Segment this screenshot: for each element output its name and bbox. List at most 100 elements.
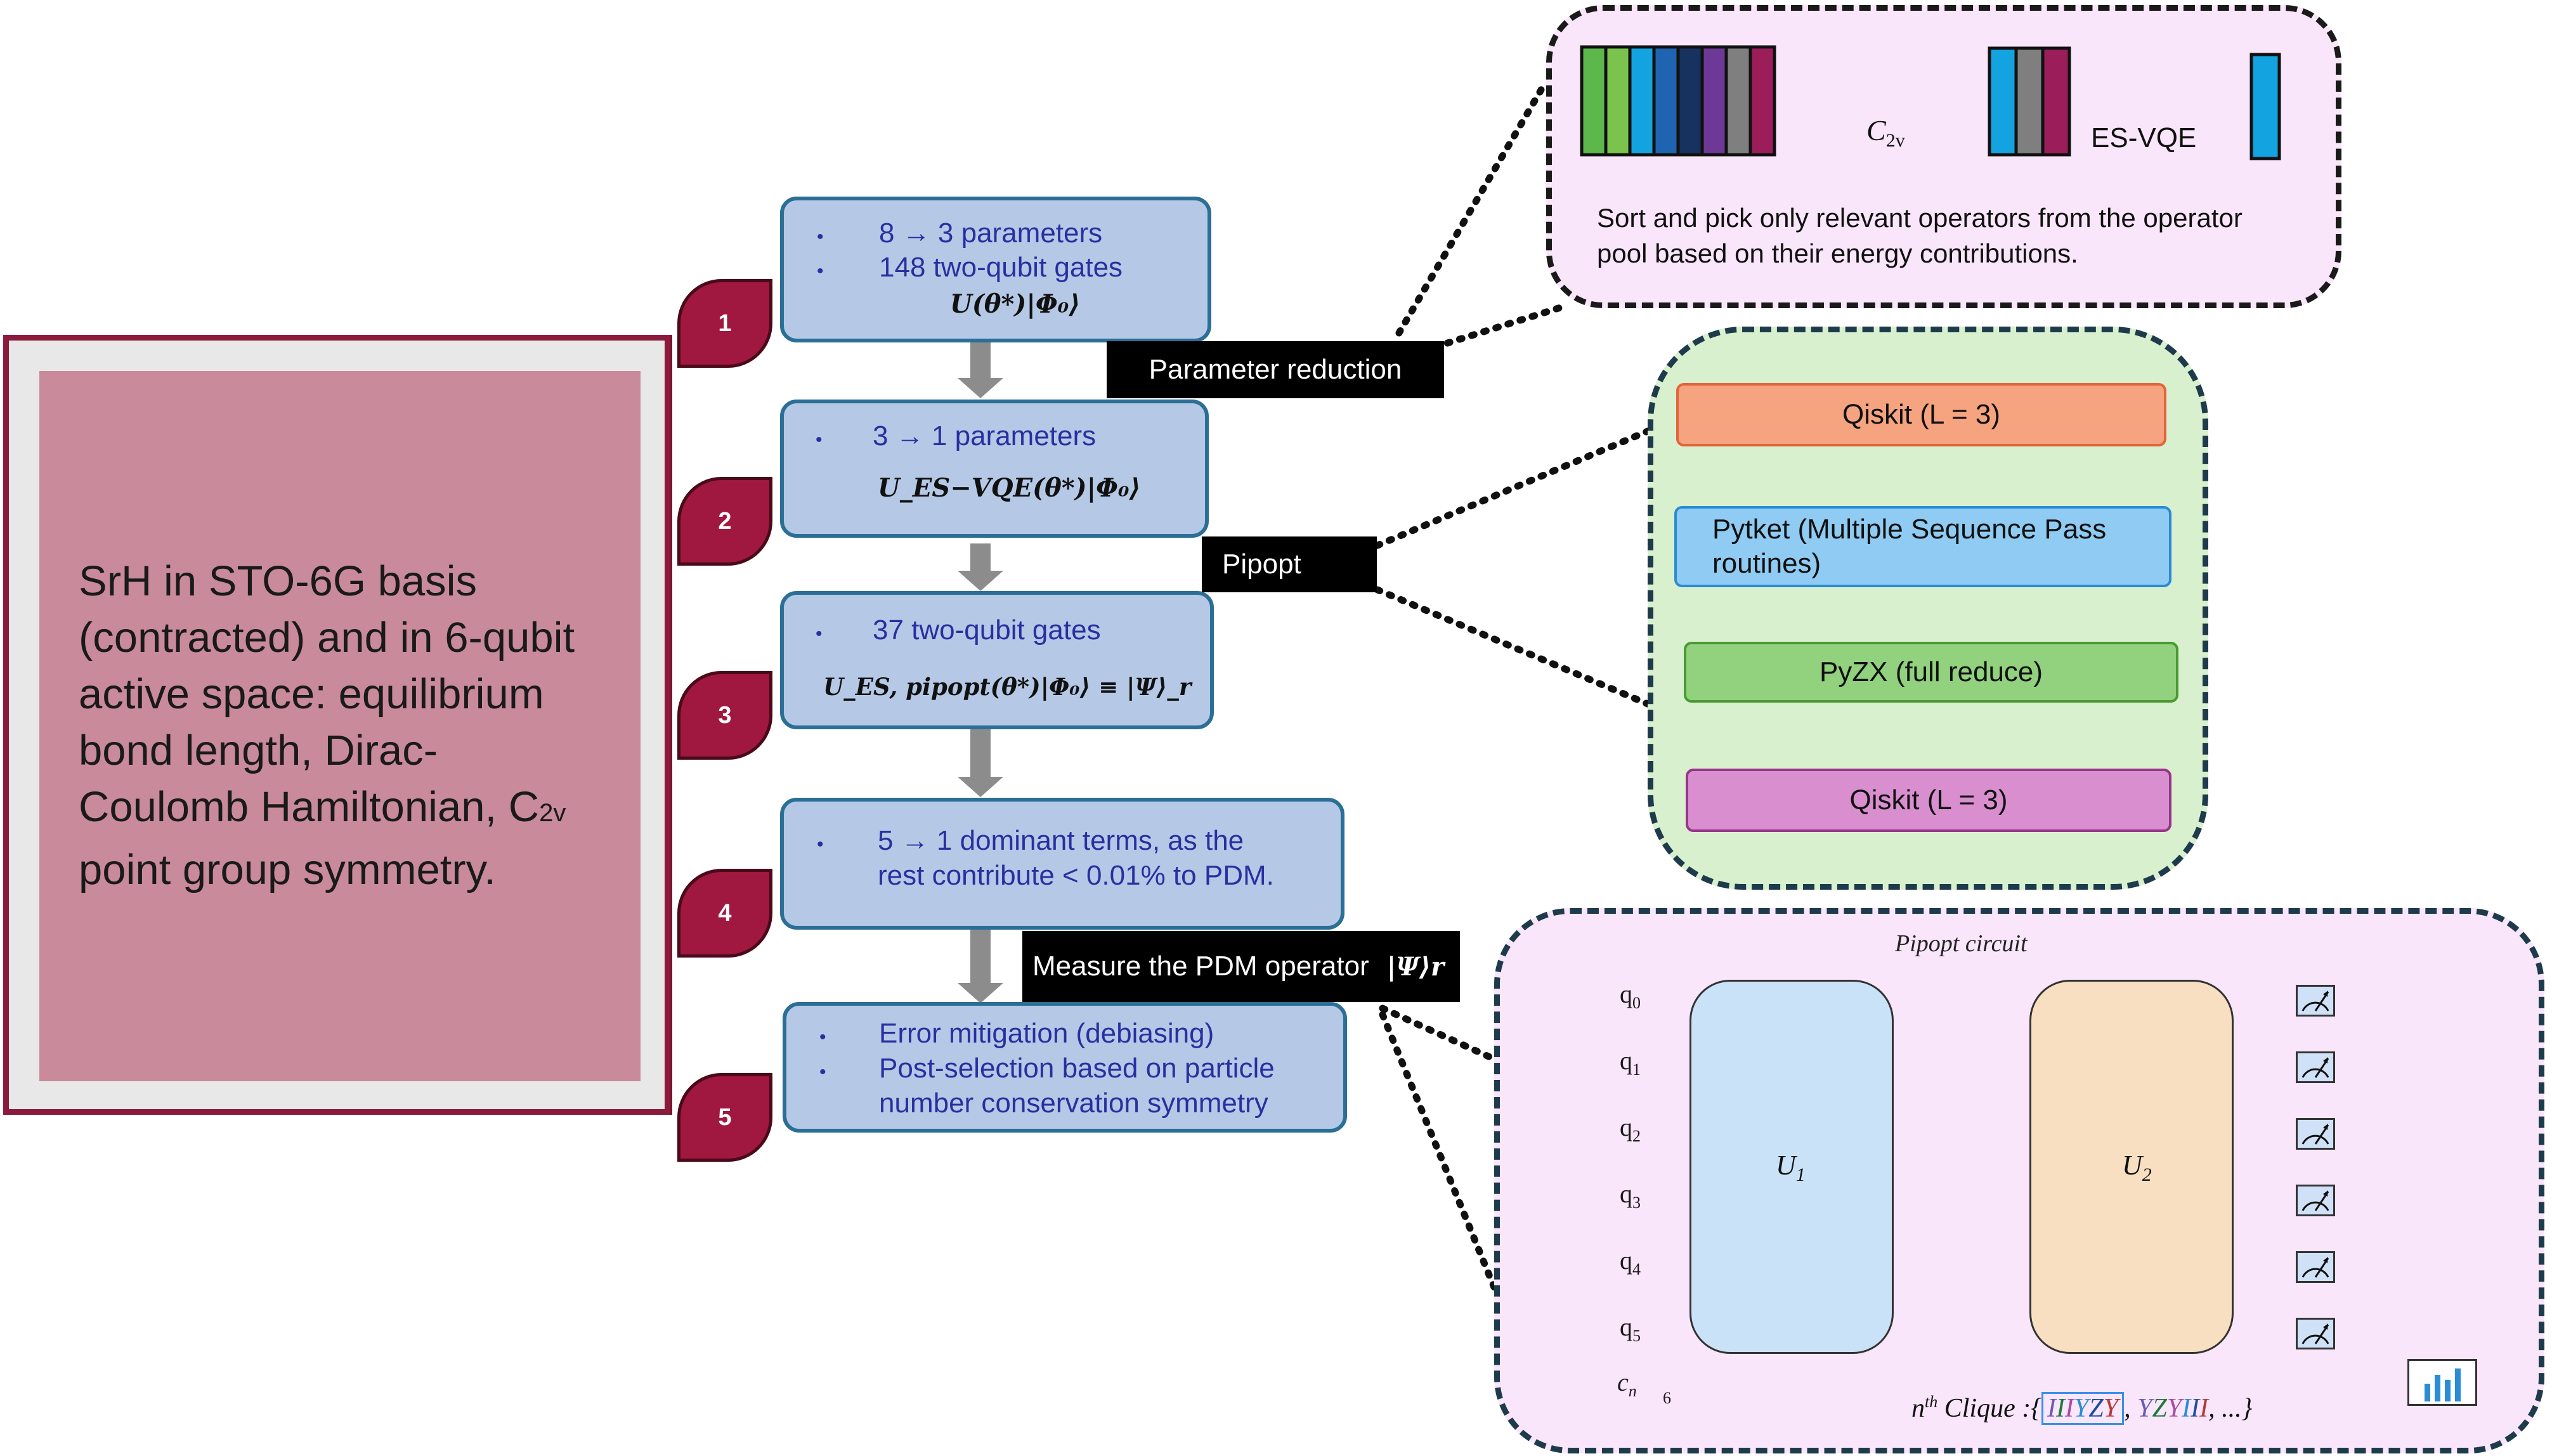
pytket-box: Pytket (Multiple Sequence Pass routines) <box>1674 506 2171 587</box>
step-formula: U_ES, pipopt(θ*)|Φ₀⟩ ≡ |Ψ⟩_r <box>823 673 1192 701</box>
qubit-label-index: 0 <box>1632 994 1641 1012</box>
bullet-icon: • <box>817 834 824 855</box>
measurement-meter-icon <box>2296 1118 2335 1150</box>
bullet-icon: • <box>816 623 823 644</box>
clique-term: YZYIII <box>2137 1394 2208 1423</box>
u2-label-text: U <box>2122 1150 2142 1181</box>
pipopt-circuit-panel <box>1494 908 2544 1453</box>
pipopt-label: Pipopt <box>1202 536 1377 592</box>
clique-sup: th <box>1925 1393 1938 1411</box>
histogram-icon <box>2407 1359 2477 1406</box>
system-line: (contracted) and in 6-qubit <box>79 614 575 661</box>
pauli-letter: I <box>2191 1394 2200 1423</box>
pauli-letter: I <box>2199 1394 2209 1423</box>
system-symmetry-subscript: 2v <box>539 799 566 827</box>
pauli-letter: I <box>2182 1394 2191 1423</box>
c2v-arrow-label: C2v <box>1866 113 1905 159</box>
step-line: 8 → 3 parameters <box>879 218 1103 249</box>
step-formula: U(θ*)|Φ₀⟩ <box>950 289 1081 319</box>
qubit-label: q5 <box>1620 1312 1641 1346</box>
system-line: SrH in STO-6G basis <box>79 557 477 605</box>
bullet-icon: • <box>819 1027 826 1048</box>
clique-suffix: , ...} <box>2208 1394 2253 1423</box>
step-tab-2: 2 <box>677 477 772 566</box>
step-arrows <box>958 342 1003 1003</box>
qiskit-box-top: Qiskit (L = 3) <box>1676 383 2166 446</box>
pauli-letter: Y <box>2166 1394 2182 1423</box>
step-tab-3: 3 <box>677 671 772 760</box>
clique-annotation: nth Clique :{IIIYZY, YZYIII, ...} <box>1911 1392 2253 1425</box>
u1-block <box>1689 980 1894 1354</box>
qubit-label: q2 <box>1620 1112 1641 1146</box>
u2-block <box>2029 980 2234 1354</box>
clique-prefix: n <box>1911 1394 1925 1423</box>
measure-label-text: Measure the PDM operator <box>1032 951 1369 982</box>
qubit-label-text: q <box>1620 1046 1632 1075</box>
measurement-meter-icon <box>2296 985 2335 1017</box>
panel1-description-line: Sort and pick only relevant operators fr… <box>1597 203 2243 233</box>
system-line: active space: equilibrium <box>79 670 544 718</box>
pauli-letter: Y <box>2103 1394 2119 1423</box>
system-line-text: Coulomb Hamiltonian, C <box>79 783 540 831</box>
qubit-label-text: q <box>1620 980 1632 1008</box>
qubit-label-index: 5 <box>1632 1327 1641 1345</box>
esvqe-arrow-label: ES-VQE <box>2091 122 2197 153</box>
u2-label: U2 <box>2122 1149 2152 1186</box>
qiskit-box-bottom: Qiskit (L = 3) <box>1686 769 2171 832</box>
qubit-label: q0 <box>1620 979 1641 1013</box>
clique-label: Clique :{ <box>1937 1394 2042 1423</box>
classical-label: c <box>1617 1368 1629 1396</box>
step-box-1: • 8 → 3 parameters • 148 two-qubit gates… <box>780 197 1211 342</box>
step-line: rest contribute < 0.01% to PDM. <box>878 860 1274 891</box>
qubit-label-text: q <box>1620 1180 1632 1208</box>
qubit-label: q3 <box>1620 1179 1641 1212</box>
classical-register-label: cn <box>1617 1367 1637 1401</box>
step-box-5: • Error mitigation (debiasing) • Post-se… <box>783 1002 1347 1133</box>
u1-subscript: 1 <box>1795 1164 1806 1185</box>
step-box-2: • 3 → 1 parameters U_ES−VQE(θ*)|Φ₀⟩ <box>780 400 1209 538</box>
step-tab-1: 1 <box>677 279 772 368</box>
pauli-letter: Y <box>2074 1394 2089 1423</box>
qubit-label-index: 2 <box>1632 1127 1641 1145</box>
u1-label-text: U <box>1776 1150 1796 1181</box>
u2-subscript: 2 <box>2142 1164 2152 1185</box>
pauli-letter: Y <box>2137 1394 2152 1423</box>
u1-label: U1 <box>1776 1149 1806 1186</box>
panel1-description-line: pool based on their energy contributions… <box>1597 238 2078 268</box>
pauli-letter: I <box>2047 1394 2057 1423</box>
c2v-label: C <box>1866 114 1886 146</box>
step-line: 148 two-qubit gates <box>879 252 1123 283</box>
step-tab-5: 5 <box>677 1073 772 1162</box>
step-line: 5 → 1 dominant terms, as the <box>878 825 1244 856</box>
qubit-label-text: q <box>1620 1246 1632 1275</box>
measurement-meter-icon <box>2296 1318 2335 1349</box>
system-description: SrH in STO-6G basis (contracted) and in … <box>79 553 637 898</box>
qubit-label: q4 <box>1620 1245 1641 1279</box>
system-line: point group symmetry. <box>79 846 496 894</box>
step-line: 37 two-qubit gates <box>873 614 1101 646</box>
measure-pdm-label: Measure the PDM operator |Ψ⟩r <box>1022 931 1460 1002</box>
pauli-letter: Z <box>2152 1394 2167 1423</box>
system-panel <box>39 371 641 1081</box>
classical-width: 6 <box>1663 1389 1671 1407</box>
histogram-bars <box>2425 1368 2461 1401</box>
step-line: number conservation symmetry <box>879 1088 1268 1119</box>
qubit-label-text: q <box>1620 1113 1632 1141</box>
step-tab-4: 4 <box>677 869 772 958</box>
step-box-4: • 5 → 1 dominant terms, as the rest cont… <box>780 798 1344 930</box>
qubit-label-text: q <box>1620 1313 1632 1341</box>
system-line: bond length, Dirac- <box>79 727 438 774</box>
qubit-label-index: 4 <box>1632 1260 1641 1278</box>
pauli-letter: Z <box>2088 1394 2104 1423</box>
measure-state-formula: |Ψ⟩r <box>1386 951 1445 982</box>
pauli-letter: I <box>2056 1394 2066 1423</box>
measurement-meter-icon <box>2296 1251 2335 1283</box>
bullet-icon: • <box>817 226 824 247</box>
step-formula: U_ES−VQE(θ*)|Φ₀⟩ <box>878 473 1141 503</box>
clique-term-highlighted: IIIYZY <box>2041 1392 2125 1425</box>
bullet-icon: • <box>816 429 823 450</box>
qubit-label-index: 3 <box>1632 1193 1641 1212</box>
bullet-icon: • <box>817 261 824 282</box>
qubit-label-index: 1 <box>1632 1060 1641 1079</box>
